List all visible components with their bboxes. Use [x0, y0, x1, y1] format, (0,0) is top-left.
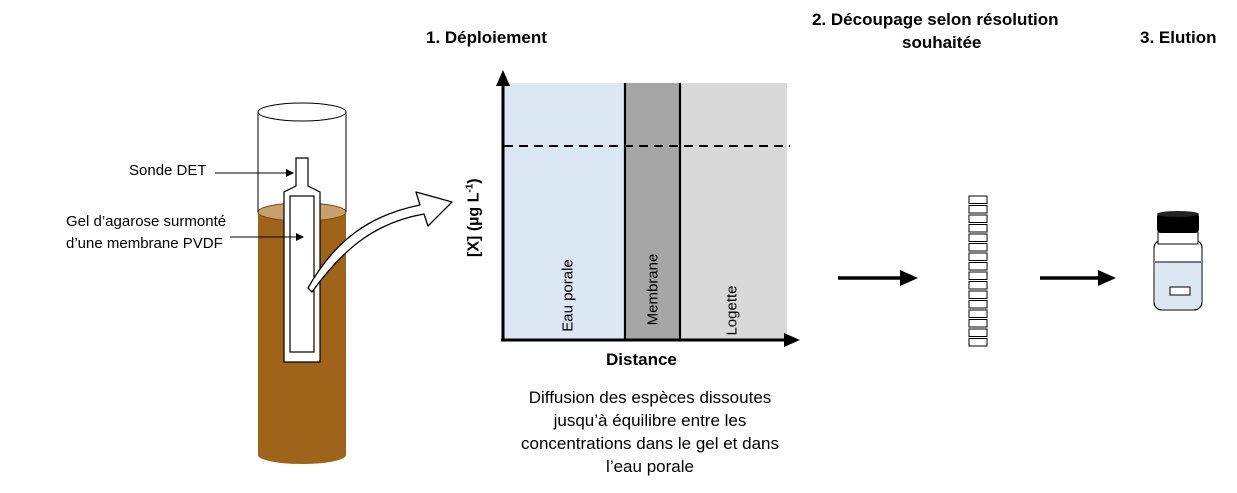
- gel-slice: [968, 262, 988, 271]
- gel-slice: [968, 281, 988, 290]
- step3-title: 3. Elution: [1140, 28, 1217, 47]
- zone-membrane: [625, 83, 680, 340]
- gel-slice: [968, 233, 988, 242]
- vial-cap-top: [1157, 211, 1199, 217]
- gel-slice: [968, 300, 988, 309]
- arrow-to-elution-head: [1098, 270, 1116, 286]
- gel-slice: [968, 214, 988, 223]
- gel-slice: [968, 224, 988, 233]
- x-axis-label: Distance: [606, 350, 677, 369]
- gel-slices: [968, 195, 988, 347]
- zone-label-membrane: Membrane: [644, 253, 662, 326]
- concentration-graph: [496, 70, 800, 347]
- zone-label-eau-porale: Eau porale: [559, 259, 577, 332]
- caption-line-1: Diffusion des espèces dissoutes: [528, 388, 772, 407]
- caption-line-3: concentrations dans le gel et dans: [520, 434, 779, 453]
- zone-eau-porale: [504, 83, 625, 340]
- caption: Diffusion des espèces dissoutes jusqu’à …: [480, 386, 820, 478]
- sonde-pointer-head: [286, 169, 294, 177]
- step1-title: 1. Déploiement: [426, 28, 547, 47]
- elution-vial: [1153, 211, 1203, 311]
- gel-label-line2: d’une membrane PVDF: [66, 235, 223, 252]
- vial-liquid: [1155, 262, 1201, 309]
- gel-slice: [968, 338, 988, 347]
- sonde-det-label: Sonde DET: [129, 162, 207, 179]
- gel-label-line1: Gel d’agarose surmonté: [66, 213, 227, 230]
- gel-slice: [968, 319, 988, 328]
- vial-neck: [1157, 231, 1199, 245]
- gel-slice: [968, 243, 988, 252]
- gel-slice-in-vial: [1169, 286, 1191, 296]
- tube-assembly: [215, 102, 347, 464]
- zoom-arrow: [307, 191, 453, 293]
- gel-slice: [968, 195, 988, 204]
- gel-slice: [968, 271, 988, 280]
- gel-slice: [968, 205, 988, 214]
- y-axis-label: [X] (µg L-1): [464, 178, 483, 257]
- gel-slice: [968, 328, 988, 337]
- caption-line-4: l’eau porale: [606, 457, 694, 476]
- gel-pointer-head: [296, 233, 304, 241]
- y-axis-arrowhead: [496, 70, 510, 86]
- zone-label-logette: Logette: [723, 285, 741, 336]
- sediment-bottom: [258, 446, 346, 464]
- arrow-to-cutting-head: [900, 270, 918, 286]
- tube-top-rim: [257, 102, 347, 122]
- gel-slice: [968, 252, 988, 261]
- vial-cap: [1157, 213, 1199, 233]
- x-axis-arrowhead: [784, 333, 800, 347]
- gel-window: [289, 195, 315, 353]
- step2-title-line2: souhaitée: [902, 33, 982, 52]
- gel-slice: [968, 309, 988, 318]
- caption-line-2: jusqu’à équilibre entre les: [553, 411, 747, 430]
- zone-logette: [680, 83, 787, 340]
- step2-title-line1: 2. Découpage selon résolution: [812, 10, 1059, 29]
- gel-slice: [968, 290, 988, 299]
